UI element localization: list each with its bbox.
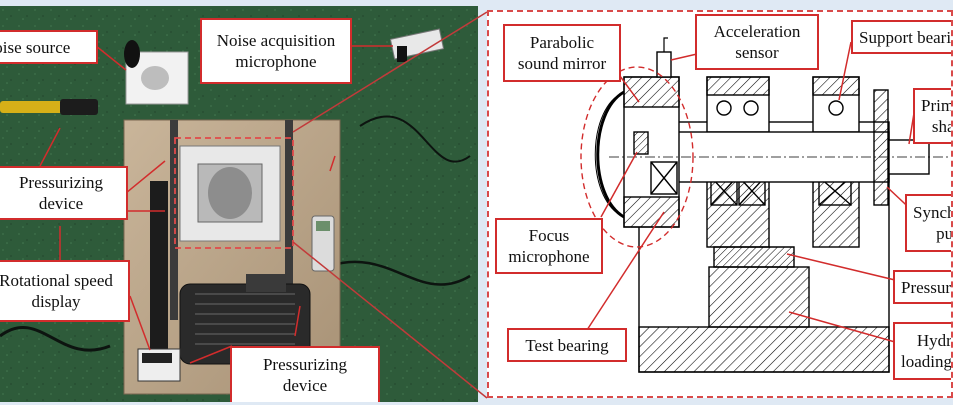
label-noise-acquisition-microphone: Noise acquisition microphone	[200, 18, 352, 84]
label-pressurizing-device-bottom: Pressurizing device	[230, 346, 380, 402]
label-rotational-speed-display: Rotational speed display	[0, 260, 130, 322]
label-test-bearing: Test bearing	[507, 328, 627, 362]
label-pressure-sensor: Pressure sensor	[893, 270, 951, 304]
acceleration-sensor-body	[656, 51, 672, 78]
base-block	[638, 326, 890, 373]
label-hydraulic-loading-device: Hydraulic loading device	[893, 322, 951, 380]
schematic-drawing	[580, 37, 949, 373]
synchronous-pulley	[873, 89, 889, 206]
label-synchronous-pulley: Synchronous pulley	[905, 194, 951, 252]
label-primary-shaft: Primary shaft	[913, 88, 951, 144]
schematic-diagram: Parabolic sound mirror Acceleration sens…	[487, 10, 953, 398]
label-focus-microphone: Focus microphone	[495, 218, 603, 274]
label-support-bearing: Support bearing	[851, 20, 951, 54]
label-pressurizing-device-left: Pressurizing device	[0, 166, 128, 220]
label-acceleration-sensor: Acceleration sensor	[695, 14, 819, 70]
hydraulic-block	[708, 266, 810, 328]
label-noise-source: Noise source	[0, 30, 98, 64]
experimental-rig-photo: Noise source Noise acquisition microphon…	[0, 6, 478, 402]
label-parabolic-sound-mirror: Parabolic sound mirror	[503, 24, 621, 82]
parabolic-mirror-shape	[596, 90, 625, 219]
